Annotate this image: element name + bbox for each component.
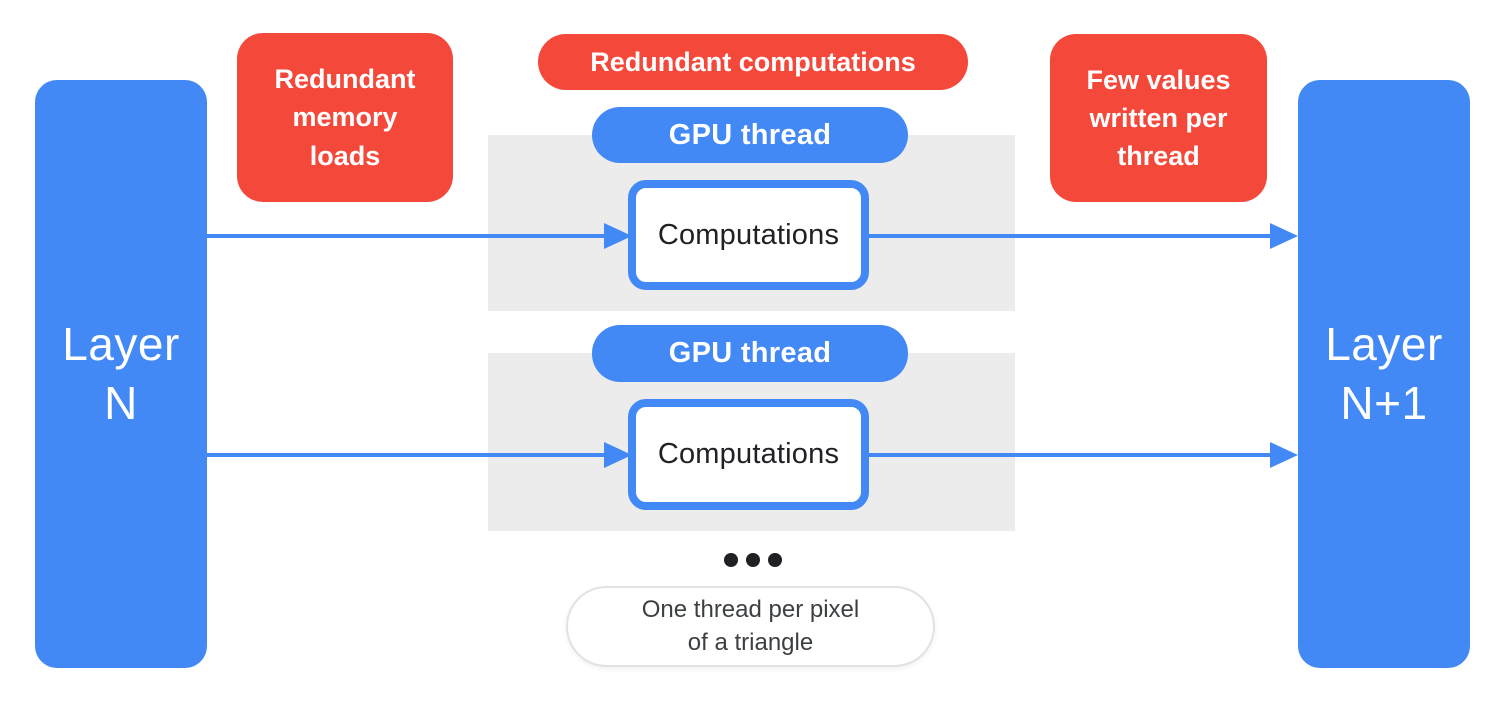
- arrow-head-into-computations-2-icon: [604, 442, 632, 468]
- arrow-line-right-1: [869, 234, 1270, 238]
- dot-icon: [746, 553, 760, 567]
- ellipsis-dots-icon: [724, 553, 782, 567]
- layer-n-box: Layer N: [35, 80, 207, 668]
- arrow-line-right-2: [869, 453, 1270, 457]
- layer-n-plus-1-box: Layer N+1: [1298, 80, 1470, 668]
- arrow-head-into-layer-n1-1-icon: [1270, 223, 1298, 249]
- annotation-redundant-computations: Redundant computations: [538, 34, 968, 90]
- annotation-redundant-memory-loads: Redundant memory loads: [237, 33, 453, 202]
- arrow-line-left-2: [207, 453, 604, 457]
- gpu-thread-pill-1: GPU thread: [592, 107, 908, 163]
- arrow-head-into-computations-1-icon: [604, 223, 632, 249]
- annotation-few-values-written: Few values written per thread: [1050, 34, 1267, 202]
- computations-box-1: Computations: [628, 180, 869, 290]
- arrow-head-into-layer-n1-2-icon: [1270, 442, 1298, 468]
- arrow-line-left-1: [207, 234, 604, 238]
- computations-box-2: Computations: [628, 399, 869, 510]
- dot-icon: [768, 553, 782, 567]
- caption-one-thread-per-pixel: One thread per pixel of a triangle: [566, 586, 935, 667]
- gpu-thread-pill-2: GPU thread: [592, 325, 908, 382]
- dot-icon: [724, 553, 738, 567]
